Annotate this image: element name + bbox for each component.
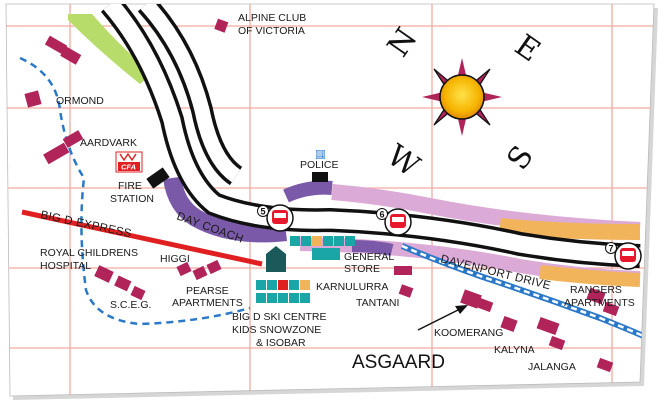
general-store-icons <box>290 236 355 260</box>
fire-station-building <box>146 167 170 189</box>
label-bigd-1: BIG D SKI CENTRE <box>232 311 327 323</box>
label-rangers-2: APARTMENTS <box>564 297 635 309</box>
building-tantani <box>398 284 414 298</box>
compass-sun-icon <box>439 74 485 120</box>
route-orange-bottom <box>539 265 641 287</box>
cfa-badge-pattern <box>119 152 137 162</box>
route-orange-top <box>499 218 641 240</box>
green-strip <box>68 14 152 84</box>
route-purple-top <box>283 180 333 203</box>
label-bigd-3: & ISOBAR <box>256 337 306 349</box>
building-rangers-2 <box>602 301 620 317</box>
label-royal-1: ROYAL CHILDRENS <box>40 247 138 259</box>
big-d-express-line <box>21 209 263 267</box>
building-sceg-2 <box>130 285 146 301</box>
bus-stop-6[interactable]: 6 <box>376 208 412 236</box>
label-general-1: GENERAL <box>344 251 394 263</box>
bus-stop-7[interactable]: 7 <box>605 242 642 270</box>
label-tantani: TANTANI <box>356 297 399 309</box>
building-ormond <box>24 90 42 108</box>
building-koomerang-2 <box>476 297 494 313</box>
label-general-2: STORE <box>344 263 380 275</box>
bus-stop-7-number: 7 <box>609 244 614 254</box>
bus-stop-5[interactable]: 5 <box>257 204 294 232</box>
creek-inner <box>401 244 649 340</box>
label-jalanga: JALANGA <box>528 361 576 373</box>
police-building <box>312 172 328 182</box>
label-rangers-1: RANGERS <box>570 284 622 296</box>
label-higgi: HIGGI <box>160 253 190 265</box>
asgaard-arrow-line <box>417 307 463 331</box>
building-higgi-3 <box>206 259 222 275</box>
bus-stop-5-number: 5 <box>261 207 266 217</box>
asgaard-arrow-head <box>455 305 468 314</box>
building-higgi-1 <box>176 261 192 277</box>
label-koomerang: KOOMERANG <box>434 327 503 339</box>
label-aardvark: AARDVARK <box>80 137 137 149</box>
ski-centre-amenity-icons <box>256 280 310 303</box>
building-karnulurra <box>394 266 412 275</box>
cfa-label: CFA <box>121 163 136 172</box>
label-fire-1: FIRE <box>118 180 142 192</box>
label-kalyna: KALYNA <box>494 344 535 356</box>
label-asgaard: ASGAARD <box>352 352 445 373</box>
label-alpine-club-1: ALPINE CLUB <box>238 12 306 24</box>
day-coach-route-purple <box>163 176 287 243</box>
label-karnulurra: KARNULURRA <box>316 281 388 293</box>
label-pearse-2: APARTMENTS <box>172 297 243 309</box>
label-pearse-1: PEARSE <box>186 285 229 297</box>
building-sceg-1 <box>114 275 132 292</box>
building-aardvark-1 <box>43 142 70 165</box>
building-se <box>596 357 614 373</box>
building-aardvark-2 <box>62 130 84 148</box>
building-koomerang-1 <box>460 289 482 309</box>
building-nw-2 <box>60 46 82 65</box>
route-purple-bottom <box>351 240 394 256</box>
building-higgi-2 <box>192 265 208 281</box>
building-nw-1 <box>44 35 68 55</box>
label-ormond: ORMOND <box>56 95 104 107</box>
label-royal-2: HOSPITAL <box>40 260 91 272</box>
label-police: POLICE <box>300 159 339 171</box>
building-kalyna <box>500 315 518 333</box>
building-jalanga-2 <box>548 335 566 351</box>
label-fire-2: STATION <box>110 193 154 205</box>
building-alpine-club <box>214 18 229 33</box>
building-royal-childrens <box>94 265 114 283</box>
buildings <box>24 18 620 373</box>
police-icon <box>316 150 325 159</box>
building-rangers-1 <box>586 287 606 305</box>
walking-trail-west <box>19 56 251 326</box>
building-jalanga-1 <box>536 316 560 336</box>
map-sheet <box>5 3 655 397</box>
label-sceg: S.C.E.G. <box>110 299 151 311</box>
label-alpine-club-2: OF VICTORIA <box>238 25 305 37</box>
ski-centre-house-icon <box>266 246 286 272</box>
bus-stop-6-number: 6 <box>380 210 385 220</box>
police-icon-pattern <box>316 150 325 159</box>
label-bigd-2: KIDS SNOWZONE <box>232 324 321 336</box>
cfa-badge-band <box>118 162 140 171</box>
upper-road-inner <box>140 4 241 183</box>
